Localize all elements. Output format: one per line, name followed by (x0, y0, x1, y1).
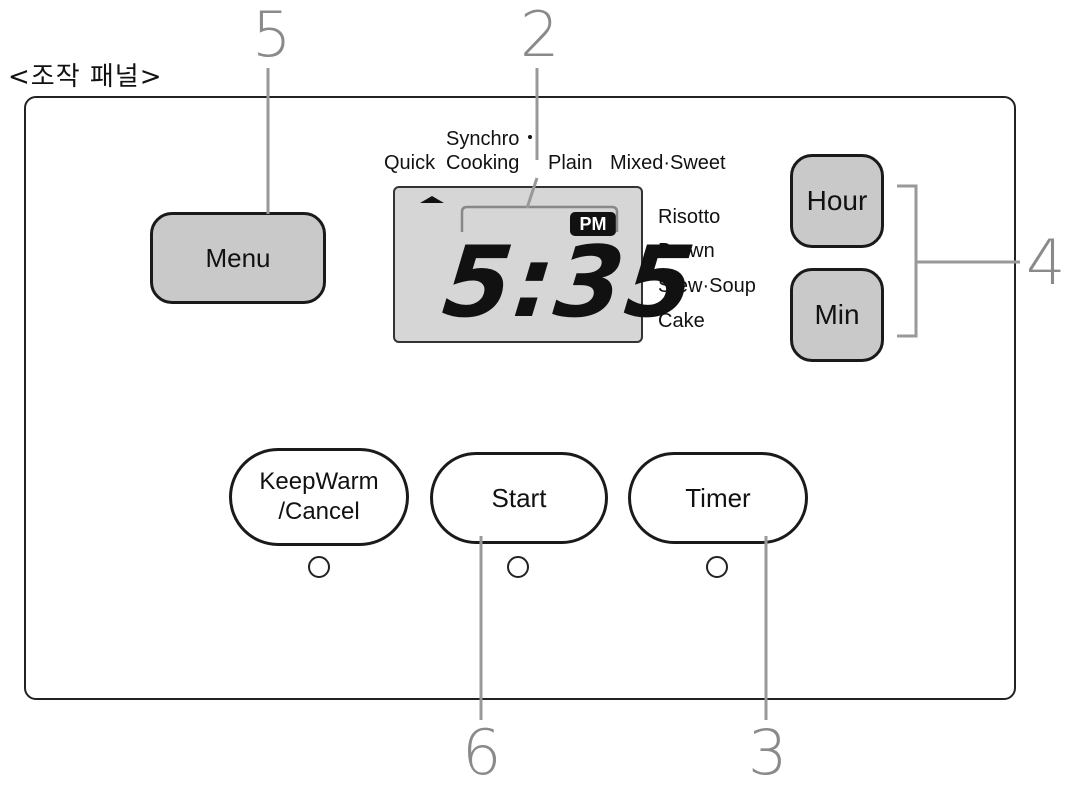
panel-caption: <조작 패널> (8, 62, 163, 92)
hour-button[interactable]: Hour (790, 154, 884, 248)
min-button[interactable]: Min (790, 268, 884, 362)
pm-indicator: PM (570, 212, 616, 236)
menu-button-label: Menu (205, 242, 271, 273)
menu-label-plain: Plain (548, 152, 593, 174)
keep-warm-label: KeepWarm (259, 468, 379, 495)
cancel-label: /Cancel (278, 498, 360, 525)
display-arrow-icon (420, 196, 444, 203)
menu-label-stew-soup: Stew·Soup (658, 275, 756, 297)
keep-warm-cancel-button[interactable]: KeepWarm /Cancel (229, 448, 409, 546)
min-button-label: Min (814, 299, 860, 330)
hour-button-label: Hour (806, 185, 868, 216)
start-button[interactable]: Start (430, 452, 608, 544)
menu-label-brown: Brown (658, 240, 715, 262)
display-bracket (460, 205, 619, 232)
timer-button-label: Timer (685, 482, 751, 513)
callout-2: 2 (520, 0, 560, 71)
keep-warm-led (308, 556, 330, 578)
menu-label-quick: Quick (384, 152, 436, 174)
timer-led (706, 556, 728, 578)
menu-label-risotto: Risotto (658, 206, 721, 228)
control-panel-frame (24, 96, 1016, 700)
callout-6: 6 (462, 716, 502, 789)
callout-4-bracket (897, 184, 918, 338)
menu-button[interactable]: Menu (150, 212, 326, 304)
menu-label-cooking: Cooking (446, 152, 520, 174)
timer-button[interactable]: Timer (628, 452, 808, 544)
menu-label-cake: Cake (658, 310, 705, 332)
menu-label-synchro: Synchro (446, 128, 520, 150)
callout-5: 5 (252, 0, 292, 71)
callout-3: 3 (748, 716, 788, 789)
start-led (507, 556, 529, 578)
start-button-label: Start (491, 482, 547, 513)
separator-dot (528, 135, 532, 139)
callout-2-line-b (525, 177, 539, 209)
menu-label-mixed-sweet: Mixed·Sweet (610, 152, 726, 174)
callout-4: 4 (1026, 226, 1066, 299)
